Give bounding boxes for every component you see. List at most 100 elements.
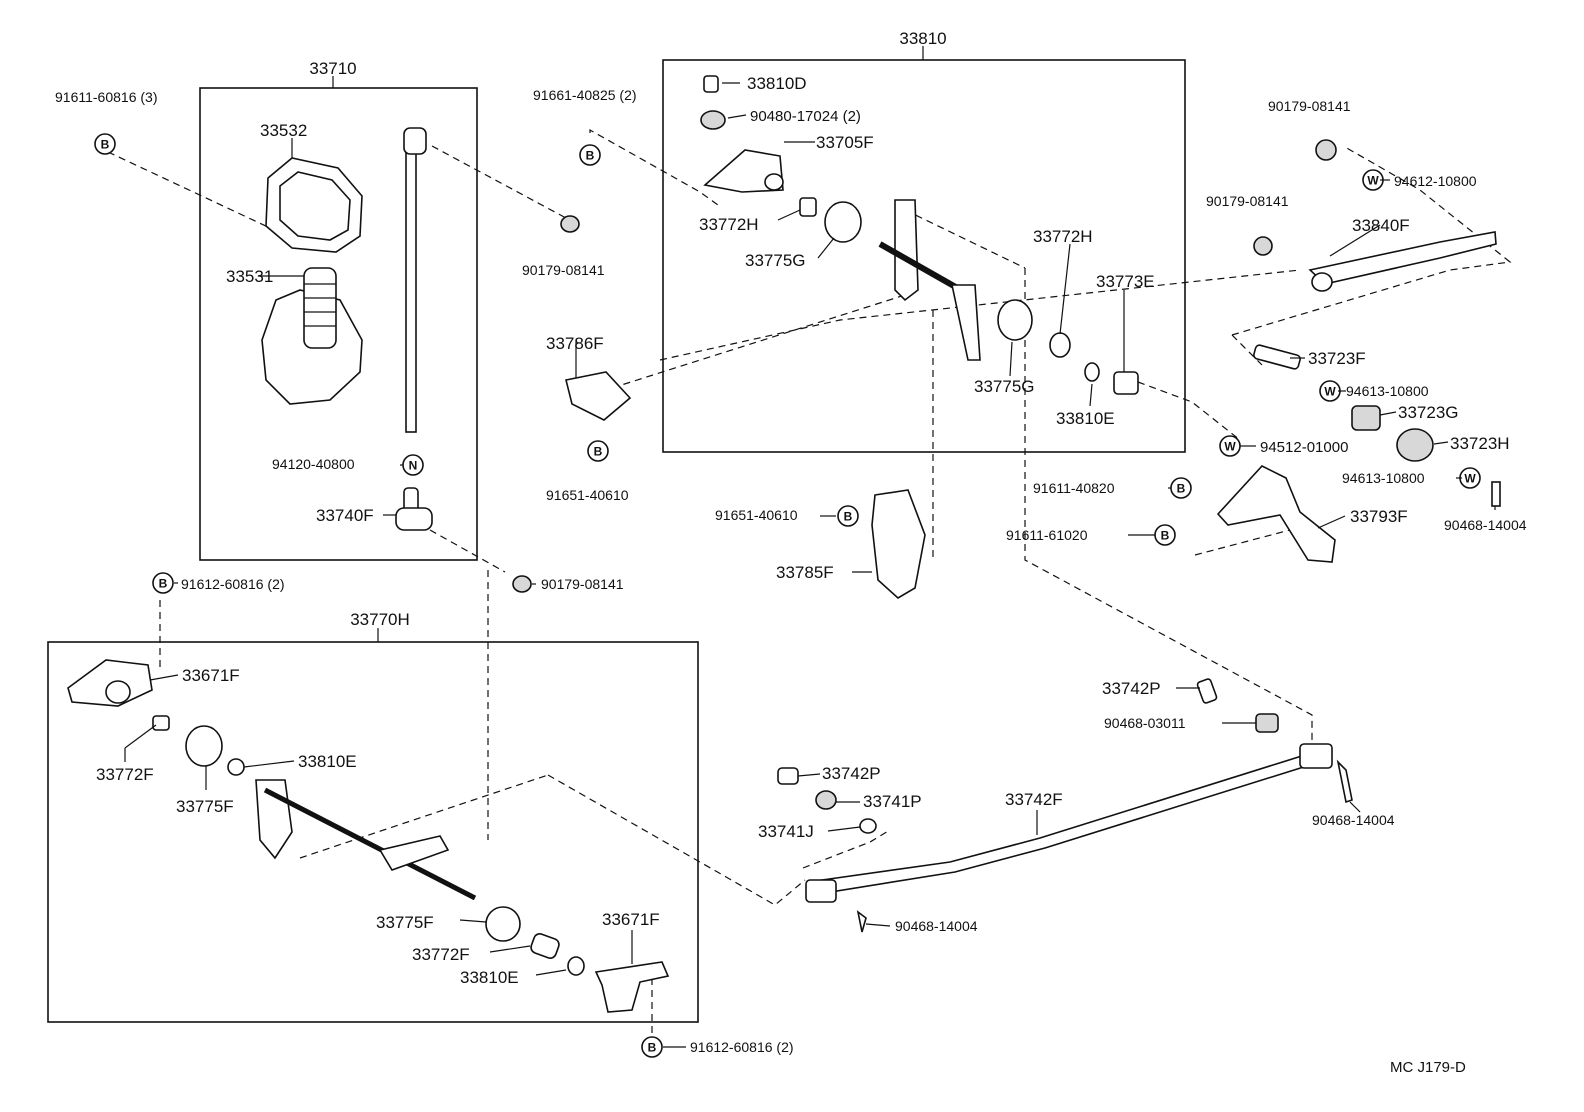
bolt-symbol: B xyxy=(837,505,859,527)
label-94512-01000: 94512-01000 xyxy=(1260,439,1348,456)
label-33775F-a: 33775F xyxy=(176,797,234,816)
label-90480-17024-2: 90480-17024 (2) xyxy=(750,108,861,125)
svg-text:W: W xyxy=(1367,174,1379,188)
group-33770H: 33770H xyxy=(47,610,699,1023)
label-91611-40820: 91611-40820 xyxy=(1033,480,1115,496)
label-33775G-b: 33775G xyxy=(974,377,1035,396)
group-33710-label: 33710 xyxy=(309,59,356,78)
label-94120-40800: 94120-40800 xyxy=(272,456,355,472)
label-33810E-b: 33810E xyxy=(298,752,357,771)
washer-symbol: W xyxy=(1319,380,1341,402)
label-33773E: 33773E xyxy=(1096,272,1155,291)
svg-text:W: W xyxy=(1224,440,1236,454)
label-33793F: 33793F xyxy=(1350,507,1408,526)
group-33710-box xyxy=(199,87,478,561)
bolt-symbol: B xyxy=(641,1036,663,1058)
parts-33810 xyxy=(700,75,1139,395)
svg-text:B: B xyxy=(648,1041,657,1055)
label-90468-14004-b: 90468-14004 xyxy=(895,918,978,934)
label-91661-40825-2: 91661-40825 (2) xyxy=(533,87,637,103)
washer-symbol: W xyxy=(1219,435,1241,457)
label-90468-03011: 90468-03011 xyxy=(1104,715,1186,731)
label-33810D: 33810D xyxy=(747,74,807,93)
svg-text:B: B xyxy=(586,149,595,163)
label-94613-10800-b: 94613-10800 xyxy=(1342,470,1425,486)
bolt-symbol: B xyxy=(1170,477,1192,499)
bolt-symbol: B xyxy=(579,144,601,166)
svg-text:B: B xyxy=(1161,529,1170,543)
label-90179-08141-d: 90179-08141 xyxy=(1206,193,1289,209)
label-33532: 33532 xyxy=(260,121,307,140)
bolt-symbol: B xyxy=(94,133,116,155)
arm-33840F xyxy=(1308,231,1497,292)
bracket-33786F xyxy=(565,371,632,421)
label-91651-40610-a: 91651-40610 xyxy=(546,487,629,503)
label-33775G-a: 33775G xyxy=(745,251,806,270)
leader-lines xyxy=(124,82,1496,1048)
label-33741P: 33741P xyxy=(863,792,922,811)
boot-33531 xyxy=(261,267,363,405)
label-94613-10800-a: 94613-10800 xyxy=(1346,383,1429,399)
group-33810: 33810 xyxy=(662,29,1186,453)
nut-symbol: N xyxy=(402,454,424,476)
label-33671F-a: 33671F xyxy=(182,666,240,685)
label-90468-14004-c: 90468-14004 xyxy=(1312,812,1395,828)
label-33772F-b: 33772F xyxy=(412,945,470,964)
label-91612-60816-2-b: 91612-60816 (2) xyxy=(690,1039,794,1055)
label-33810E-c: 33810E xyxy=(460,968,519,987)
nuts xyxy=(512,139,1337,593)
label-90179-08141-a: 90179-08141 xyxy=(522,262,605,278)
label-33741J: 33741J xyxy=(758,822,814,841)
label-91611-60816-3: 91611-60816 (3) xyxy=(55,89,157,105)
parts-33770H xyxy=(67,659,670,1013)
symbols: B B B B B B B B N W W W W xyxy=(94,133,1481,1058)
label-33742P-a: 33742P xyxy=(1102,679,1161,698)
bolt-symbol: B xyxy=(1154,524,1176,546)
label-91651-40610-b: 91651-40610 xyxy=(715,507,798,523)
label-33785F: 33785F xyxy=(776,563,834,582)
diagram-code: MC J179-D xyxy=(1390,1059,1466,1076)
washer-symbol: W xyxy=(1459,467,1481,489)
label-33742P-b: 33742P xyxy=(822,764,881,783)
label-90179-08141-c: 90179-08141 xyxy=(1268,98,1351,114)
assembly-lines xyxy=(107,128,1512,1040)
label-33671F-b: 33671F xyxy=(602,910,660,929)
label-33840F: 33840F xyxy=(1352,216,1410,235)
bolt-symbol: B xyxy=(587,440,609,462)
plate-33785F xyxy=(871,489,926,599)
svg-text:W: W xyxy=(1324,385,1336,399)
label-33772F-a: 33772F xyxy=(96,765,154,784)
label-94612-10800: 94612-10800 xyxy=(1394,173,1477,189)
label-33723H: 33723H xyxy=(1450,434,1510,453)
label-33786F: 33786F xyxy=(546,334,604,353)
small-fasteners xyxy=(777,678,1353,933)
arm-33793F xyxy=(1216,465,1336,563)
label-33723G: 33723G xyxy=(1398,403,1459,422)
gasket-33532 xyxy=(265,157,363,253)
svg-text:B: B xyxy=(594,445,603,459)
label-33810E-a: 33810E xyxy=(1056,409,1115,428)
label-33531: 33531 xyxy=(226,267,273,286)
group-33810-label: 33810 xyxy=(899,29,946,48)
label-33775F-b: 33775F xyxy=(376,913,434,932)
svg-text:B: B xyxy=(844,510,853,524)
label-33740F: 33740F xyxy=(316,506,374,525)
joint-33740F xyxy=(395,487,433,531)
group-33710: 33710 xyxy=(199,59,478,561)
label-90468-14004-a: 90468-14004 xyxy=(1444,517,1527,533)
label-33742F: 33742F xyxy=(1005,790,1063,809)
svg-text:W: W xyxy=(1464,472,1476,486)
svg-text:B: B xyxy=(1177,482,1186,496)
group-33810-box xyxy=(662,59,1186,453)
label-91612-60816-2-a: 91612-60816 (2) xyxy=(181,576,285,592)
label-91611-61020: 91611-61020 xyxy=(1006,527,1088,543)
part-labels: 91611-60816 (3) 33532 33531 94120-40800 … xyxy=(55,74,1527,1055)
label-33772H-a: 33772H xyxy=(699,215,759,234)
rod-33742F xyxy=(805,743,1333,903)
label-33705F: 33705F xyxy=(816,133,874,152)
svg-text:B: B xyxy=(101,138,110,152)
right-small-parts xyxy=(1253,344,1501,507)
label-90179-08141-b: 90179-08141 xyxy=(541,576,624,592)
group-33770H-label: 33770H xyxy=(350,610,410,629)
